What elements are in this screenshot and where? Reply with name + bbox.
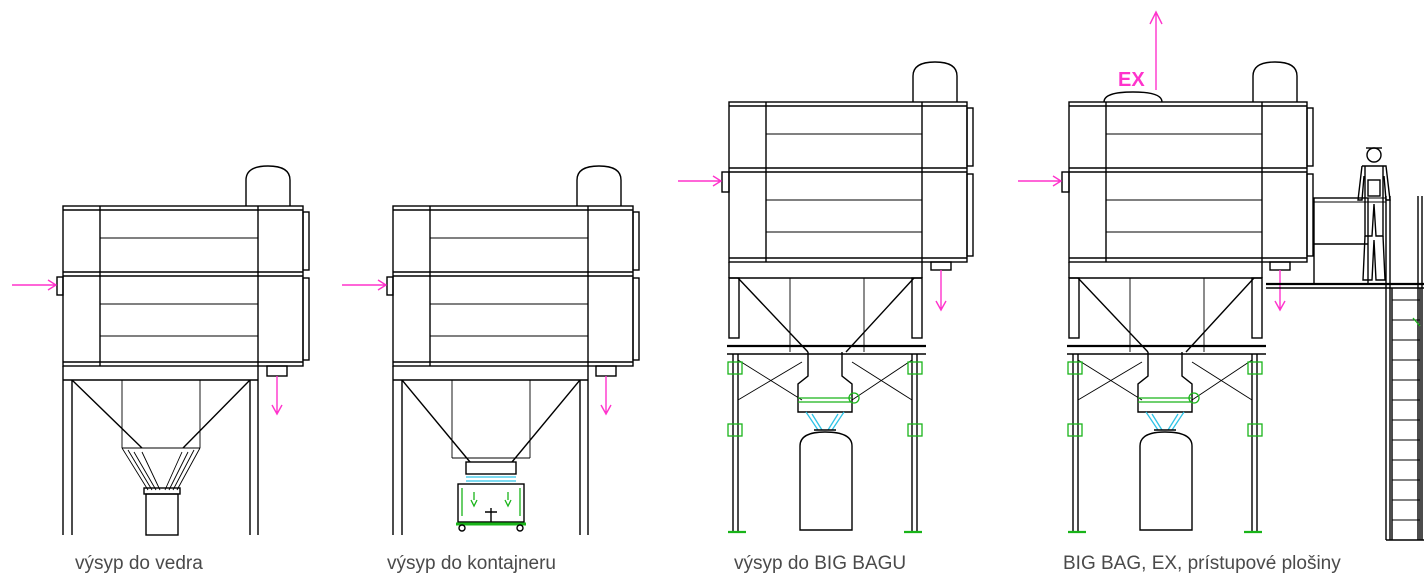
access-stairs — [1386, 288, 1424, 541]
filter-unit-container — [342, 165, 640, 535]
bigbag-discharge-station — [797, 352, 860, 431]
outlet-arrow — [1274, 270, 1286, 312]
outlet-arrow — [271, 376, 283, 416]
inlet-arrow — [342, 279, 388, 291]
outlet-flange — [930, 261, 952, 271]
filter-unit-bigbag — [678, 61, 974, 534]
outlet-arrow — [600, 376, 612, 416]
inlet-arrow — [1018, 175, 1063, 187]
hopper — [62, 366, 259, 495]
ex-label: EX — [1118, 69, 1145, 91]
inlet-arrow — [678, 175, 723, 187]
filter-housing — [56, 165, 310, 367]
outlet-flange — [1269, 261, 1291, 271]
big-bag — [1139, 431, 1193, 531]
filter-variants-drawing: EX — [12, 10, 1424, 541]
filter-housing — [1061, 61, 1314, 263]
hopper — [728, 262, 923, 353]
support-frame — [727, 344, 926, 534]
explosion-vent — [1103, 91, 1163, 103]
caption-bucket: výsyp do vedra — [75, 553, 203, 574]
ex-vent-arrow — [1149, 10, 1163, 90]
support-legs — [392, 380, 589, 535]
bucket — [145, 493, 179, 536]
hopper — [1068, 262, 1263, 353]
worker-figure — [1357, 147, 1391, 281]
hopper — [392, 366, 589, 482]
support-legs — [62, 380, 259, 535]
outlet-flange — [266, 365, 288, 377]
support-frame — [1067, 344, 1266, 534]
caption-bigbag: výsyp do BIG BAGU — [734, 553, 907, 574]
outlet-flange — [595, 365, 617, 377]
inlet-arrow — [12, 279, 58, 291]
container-station — [456, 483, 526, 532]
outlet-arrow — [935, 270, 947, 312]
filter-unit-bucket — [12, 165, 310, 536]
filter-housing — [721, 61, 974, 263]
bigbag-discharge-station — [1137, 352, 1200, 431]
filter-unit-bigbag-ex-platform: EX — [1018, 10, 1424, 541]
filter-housing — [386, 165, 640, 367]
access-platform — [1266, 196, 1424, 540]
caption-bigbag-ex-platform: BIG BAG, EX, prístupové plošiny — [1063, 553, 1341, 574]
big-bag — [799, 431, 853, 531]
caption-container: výsyp do kontajneru — [387, 553, 556, 574]
